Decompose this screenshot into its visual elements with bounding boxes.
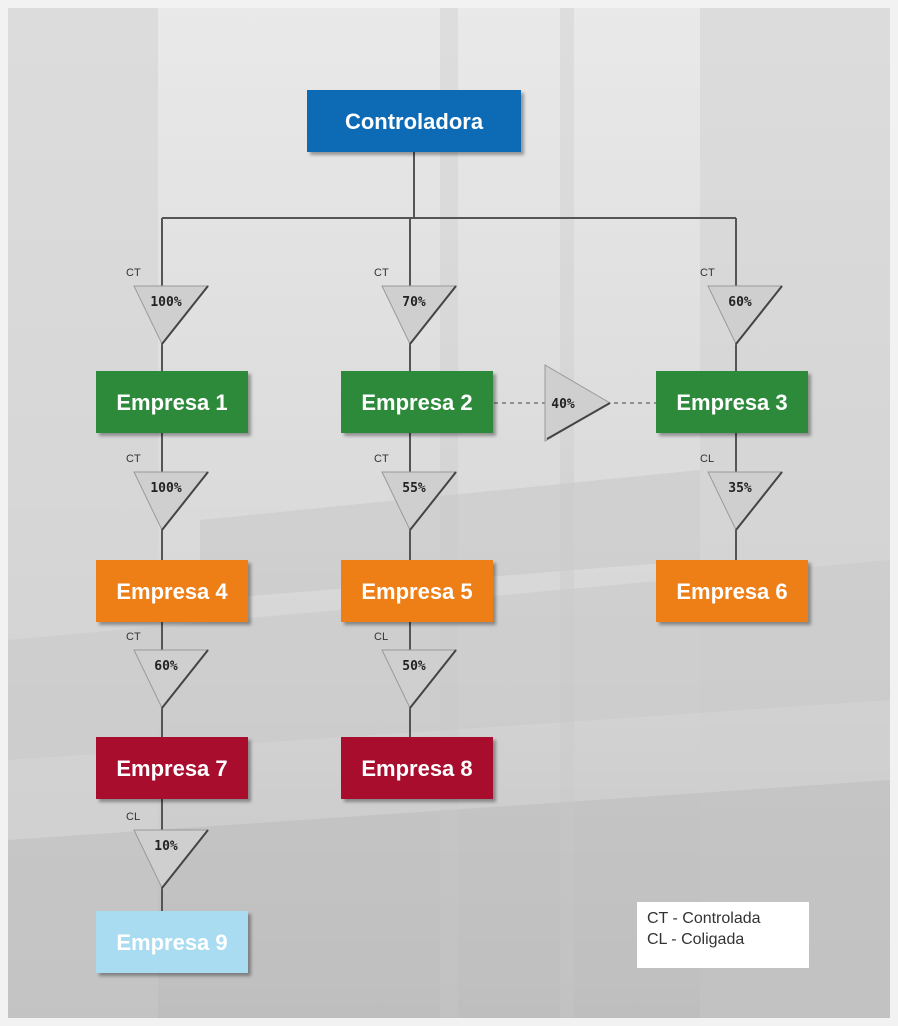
node-box-empresa-5 <box>341 560 493 622</box>
stake-slash-e2-e3 <box>546 402 611 440</box>
stake-slash-c-e3 <box>735 285 783 345</box>
node-label-empresa-1: Empresa 1 <box>116 390 227 415</box>
stake-type-e5-e8: CL <box>374 631 388 643</box>
stake-slash-e1-e4 <box>161 471 209 531</box>
stake-percent-e3-e6: 35% <box>728 481 752 496</box>
node-label-empresa-6: Empresa 6 <box>676 579 787 604</box>
node-label-controladora: Controladora <box>345 109 484 134</box>
node-empresa-6: Empresa 6 <box>656 560 808 622</box>
node-label-empresa-4: Empresa 4 <box>116 579 228 604</box>
node-box-empresa-4 <box>96 560 248 622</box>
legend-line-cl: CL - Coligada <box>647 931 745 948</box>
stake-percent-e4-e7: 60% <box>154 659 178 674</box>
node-empresa-5: Empresa 5 <box>341 560 493 622</box>
stake-percent-c-e3: 60% <box>728 295 752 310</box>
stake-slash-c-e2 <box>409 285 457 345</box>
node-empresa-9: Empresa 9 <box>96 911 248 973</box>
node-label-empresa-9: Empresa 9 <box>116 930 227 955</box>
stake-slash-e5-e8 <box>409 649 457 709</box>
node-box-empresa-6 <box>656 560 808 622</box>
node-box-controladora <box>307 90 521 152</box>
stake-slash-e4-e7 <box>161 649 209 709</box>
stake-percent-e1-e4: 100% <box>150 481 181 496</box>
stake-type-e7-e9: CL <box>126 811 140 823</box>
stake-type-e4-e7: CT <box>126 631 141 643</box>
stake-type-e1-e4: CT <box>126 453 141 465</box>
stake-percent-e5-e8: 50% <box>402 659 426 674</box>
node-controladora: Controladora <box>307 90 521 152</box>
stake-percent-c-e1: 100% <box>150 295 181 310</box>
node-box-empresa-9 <box>96 911 248 973</box>
node-empresa-3: Empresa 3 <box>656 371 808 433</box>
node-box-empresa-7 <box>96 737 248 799</box>
stake-percent-e2-e5: 55% <box>402 481 426 496</box>
stake-slash-c-e1 <box>161 285 209 345</box>
node-box-empresa-1 <box>96 371 248 433</box>
legend: CT - Controlada CL - Coligada <box>637 902 809 968</box>
stake-percent-e2-e3: 40% <box>551 397 575 412</box>
stake-type-e2-e5: CT <box>374 453 389 465</box>
stake-type-c-e1: CT <box>126 267 141 279</box>
node-label-empresa-5: Empresa 5 <box>361 579 472 604</box>
node-label-empresa-8: Empresa 8 <box>361 756 472 781</box>
node-empresa-1: Empresa 1 <box>96 371 248 433</box>
stake-type-c-e3: CT <box>700 267 715 279</box>
node-empresa-2: Empresa 2 <box>341 371 493 433</box>
stake-slash-e2-e5 <box>409 471 457 531</box>
node-label-empresa-7: Empresa 7 <box>116 756 227 781</box>
node-empresa-8: Empresa 8 <box>341 737 493 799</box>
node-label-empresa-3: Empresa 3 <box>676 390 787 415</box>
stake-markers: 100% CT 70% CT 60% CT 40% 100% CT 55% CT 35% CL 60% CT… <box>126 267 784 889</box>
node-box-empresa-3 <box>656 371 808 433</box>
stake-percent-e7-e9: 10% <box>154 839 178 854</box>
stake-type-e3-e6: CL <box>700 453 714 465</box>
node-empresa-4: Empresa 4 <box>96 560 248 622</box>
stake-slash-e7-e9 <box>161 829 209 889</box>
node-box-empresa-8 <box>341 737 493 799</box>
background-photo <box>8 8 890 1018</box>
stake-slash-e3-e6 <box>735 471 783 531</box>
node-empresa-7: Empresa 7 <box>96 737 248 799</box>
node-label-empresa-2: Empresa 2 <box>361 390 472 415</box>
legend-line-ct: CT - Controlada <box>647 910 761 927</box>
node-box-empresa-2 <box>341 371 493 433</box>
stake-type-c-e2: CT <box>374 267 389 279</box>
stake-percent-c-e2: 70% <box>402 295 426 310</box>
